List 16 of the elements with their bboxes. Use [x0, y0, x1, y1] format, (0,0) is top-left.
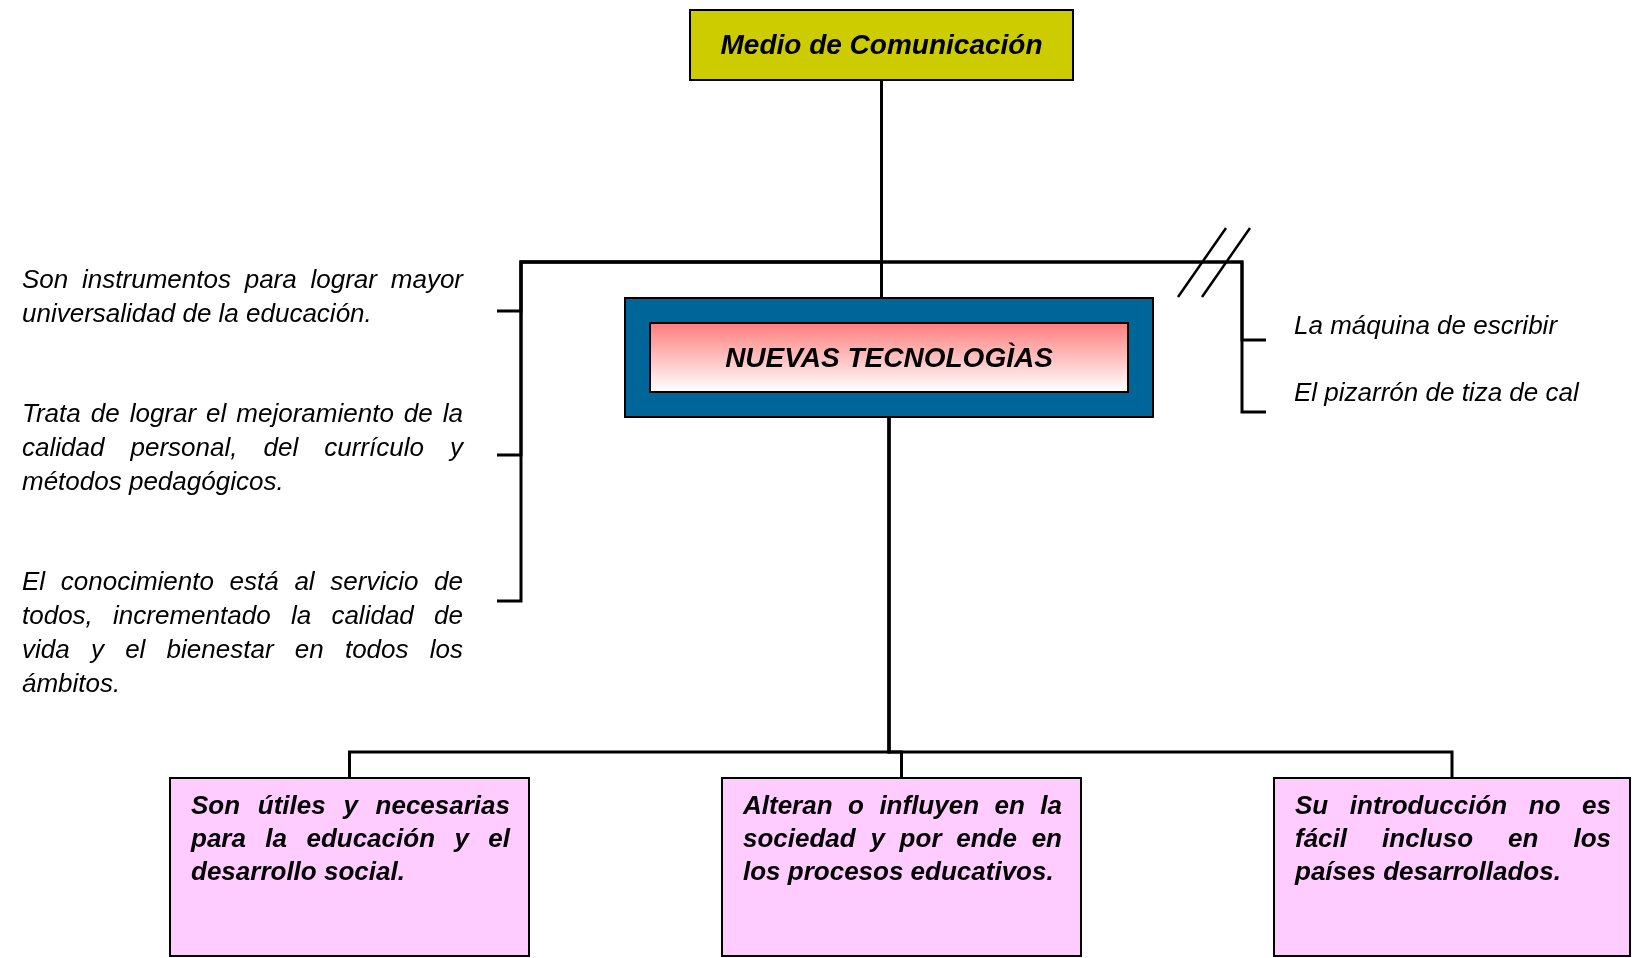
central-concept-box: [624, 297, 1154, 418]
label-text: La máquina de escribir: [1294, 309, 1559, 342]
label-text: Son útiles y necesarias para la educación y el desarrollo social.: [191, 789, 510, 888]
label-text: El conocimiento está al servicio de todos, incrementado la calidad de vida y el bienestar en todos los ámbitos.: [22, 565, 463, 700]
title-box: [689, 9, 1074, 81]
label-text: Alteran o influyen en la sociedad y por ende en los procesos educativos.: [743, 789, 1062, 888]
label-text: Trata de lograr el mejoramiento de la calidad personal, del currículo y métodos pedagógicos.: [22, 397, 463, 498]
label-text: Medio de Comunicación: [720, 29, 1043, 61]
info-card: [721, 777, 1082, 957]
label-text: Su introducción no es fácil incluso en los países desarrollados.: [1295, 789, 1611, 888]
label-text: NUEVAS TECNOLOGÌAS: [725, 341, 1053, 374]
info-card: [169, 777, 530, 957]
info-card: [1273, 777, 1631, 957]
label-text: El pizarrón de tiza de cal: [1294, 376, 1581, 409]
label-text: Son instrumentos para lograr mayor universalidad de la educación.: [22, 263, 463, 330]
connector-line: [887, 418, 1454, 777]
